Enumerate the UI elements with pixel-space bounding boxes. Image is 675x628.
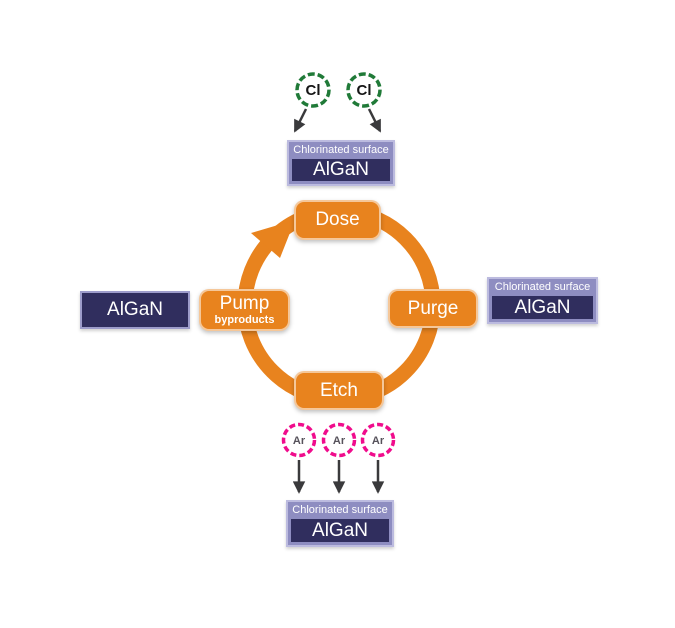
dose-step-label: Dose [315,209,360,231]
substrate-bottom-surface-label: Chlorinated surface [292,504,388,516]
pump-step-label: Pump [219,292,270,314]
cl-atom-circle-1 [295,72,331,108]
cl-atom-label-2: Cl [357,82,372,99]
substrate-bottom-material-label: AlGaN [291,519,389,542]
pump-step: Pump byproducts [199,289,290,331]
etch-step-label: Etch [319,379,359,401]
ar-atom-label-1: Ar [293,435,306,447]
cycle-arrow-head-icon [251,220,295,258]
substrate-right-material-label: AlGaN [492,296,593,319]
dose-step: Dose [294,200,381,240]
substrate-top-material-label: AlGaN [292,159,390,181]
substrate-right: Chlorinated surface AlGaN [487,277,598,324]
substrate-top-surface-label: Chlorinated surface [293,144,389,156]
etch-step: Etch [294,371,384,410]
ar-atom-label-3: Ar [372,435,385,447]
cl-arrow-left [293,108,308,133]
ar-atom-label-2: Ar [333,435,346,447]
ar-atom-circle-2 [321,422,357,458]
substrate-left: AlGaN [80,291,190,329]
cl-atom-label-1: Cl [306,82,321,99]
ar-atom-circle-1 [281,422,317,458]
ar-atom-circle-3 [360,422,396,458]
purge-step: Purge [388,289,478,328]
substrate-left-material-label: AlGaN [107,299,163,320]
pump-step-sublabel: byproducts [214,313,275,326]
substrate-top: Chlorinated surface AlGaN [287,140,395,186]
purge-step-label: Purge [407,297,459,319]
substrate-right-surface-label: Chlorinated surface [494,281,591,293]
substrate-bottom: Chlorinated surface AlGaN [286,500,394,547]
cl-arrow-right [367,108,382,133]
cl-atom-circle-2 [346,72,382,108]
